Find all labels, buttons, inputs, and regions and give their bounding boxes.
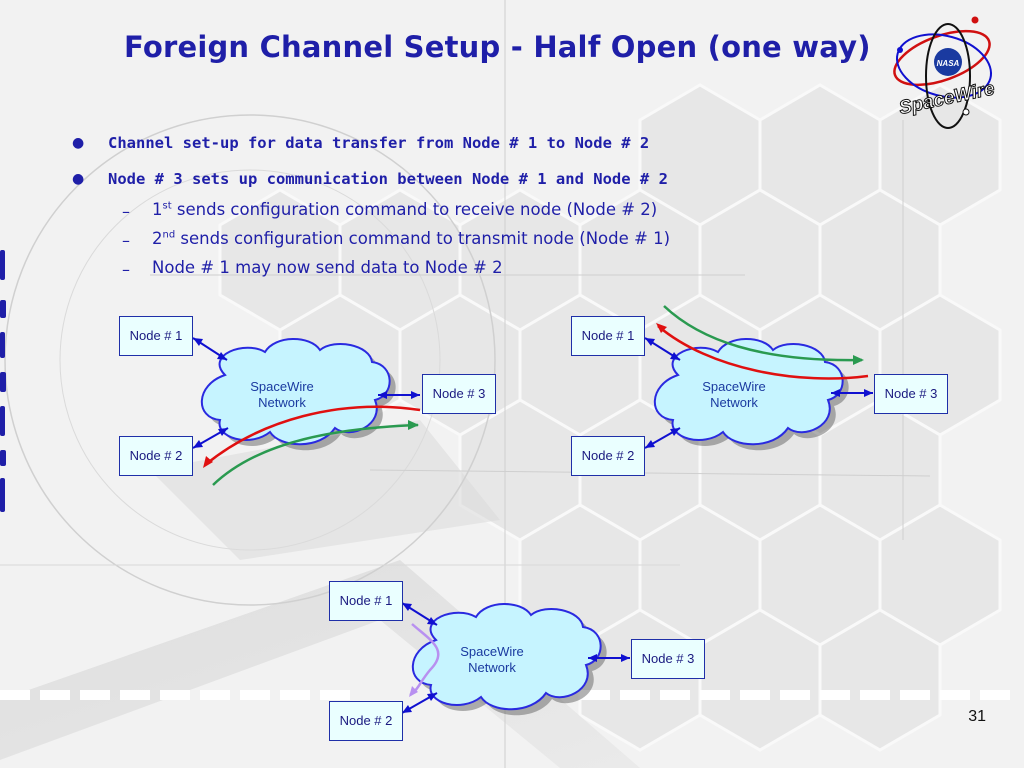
subbullet-2: 2nd sends configuration command to trans… (152, 229, 671, 248)
diagram-c-node-3: Node # 3 (631, 639, 705, 679)
diagram-b-node-1: Node # 1 (571, 316, 645, 356)
diagram-a-node-1: Node # 1 (119, 316, 193, 356)
dash-icon: – (122, 202, 130, 221)
svg-text:NASA: NASA (937, 59, 960, 68)
diagram-b-node-3: Node # 3 (874, 374, 948, 414)
bullet-1: Channel set-up for data transfer from No… (108, 134, 650, 152)
diagram-c-node-2: Node # 2 (329, 701, 403, 741)
diagram-b-node-2: Node # 2 (571, 436, 645, 476)
spacewire-logo: NASA SpaceWire (893, 16, 997, 129)
bullet-dot-icon: ● (72, 171, 85, 187)
page-number: 31 (968, 708, 986, 725)
slide-title: Foreign Channel Setup - Half Open (one w… (124, 30, 871, 64)
bullet-2: Node # 3 sets up communication between N… (108, 170, 668, 188)
diagram-a-node-2: Node # 2 (119, 436, 193, 476)
nasa-badge-icon (934, 48, 962, 76)
subbullet-1: 1st sends configuration command to recei… (152, 200, 658, 219)
dash-icon: – (122, 231, 130, 250)
diagram-c-node-1: Node # 1 (329, 581, 403, 621)
cloud-c (411, 603, 602, 711)
subbullet-3: Node # 1 may now send data to Node # 2 (152, 258, 503, 277)
bullet-dot-icon: ● (72, 135, 85, 151)
dash-icon: – (122, 260, 130, 279)
diagram-a-node-3: Node # 3 (422, 374, 496, 414)
